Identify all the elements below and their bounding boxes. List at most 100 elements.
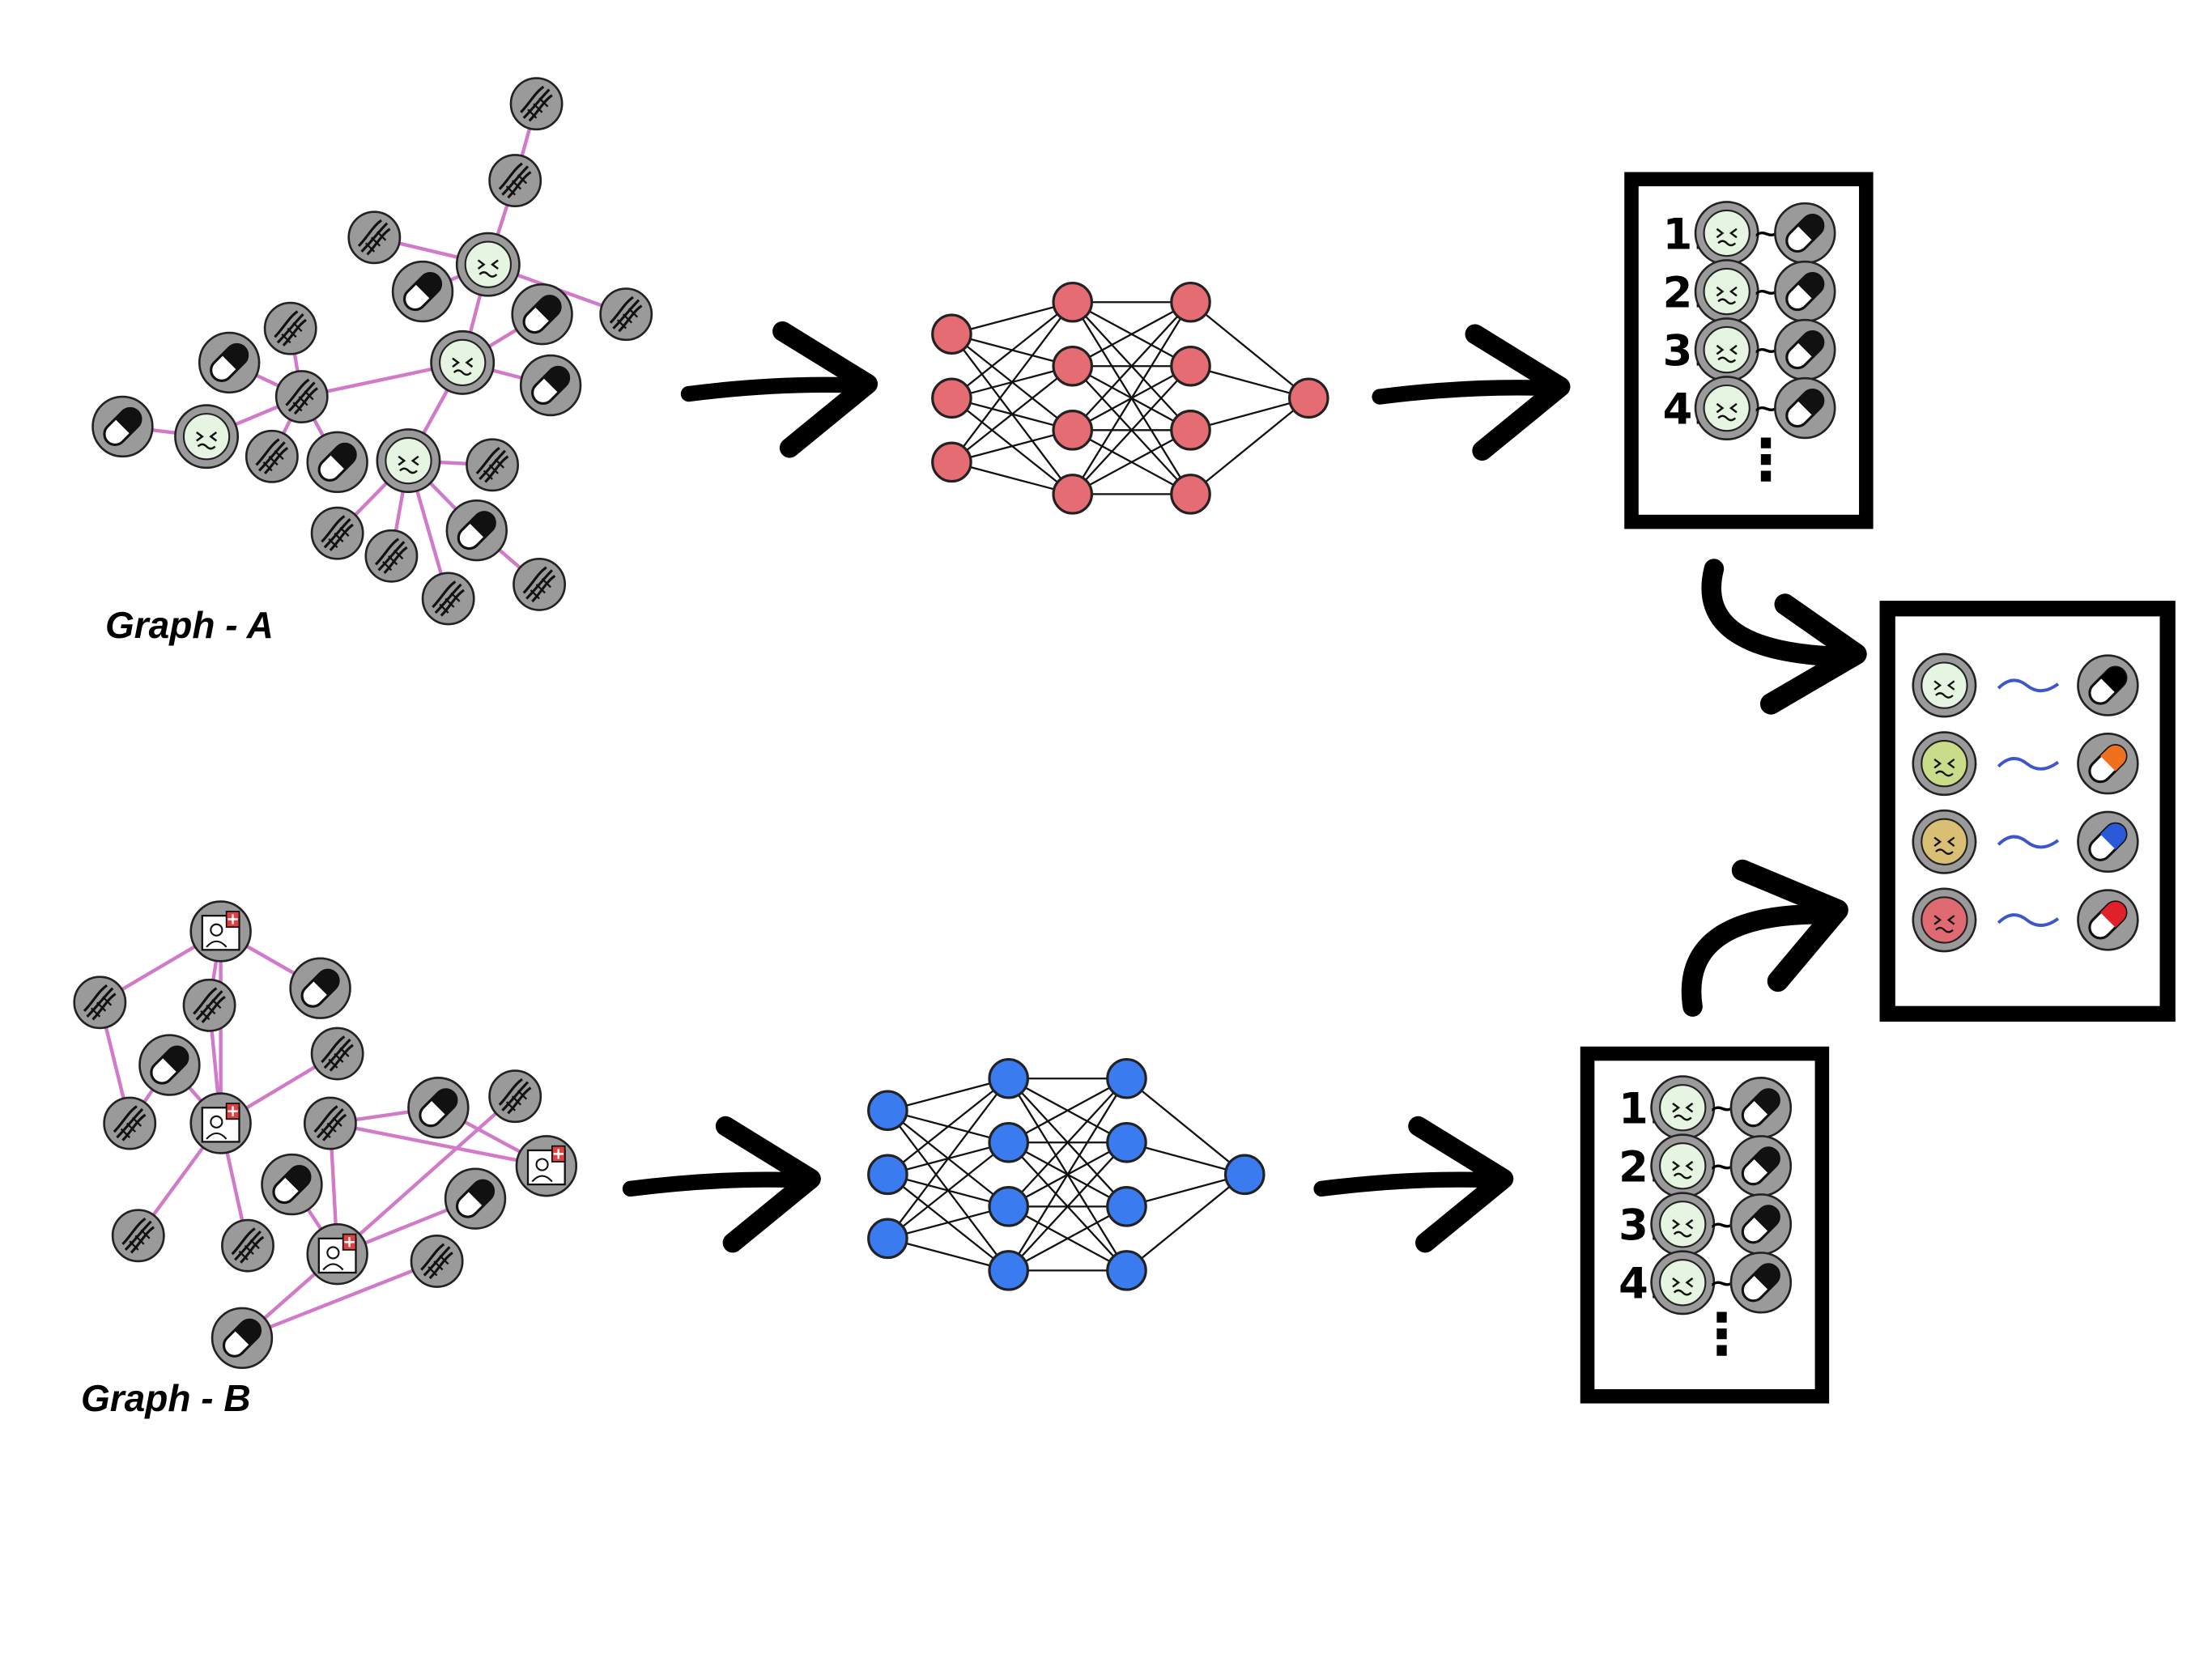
patient-face-icon [455, 232, 521, 297]
graph-b-label: Graph - B [81, 1377, 251, 1419]
network-connection [951, 429, 1074, 463]
neuron [1106, 1057, 1147, 1099]
more-ellipsis: ⋮ [1738, 427, 1794, 493]
neuron [931, 441, 972, 483]
neuron [1170, 410, 1211, 451]
ranked-list-a: 1.~2.~3.~4.~⋮ [1624, 172, 1874, 529]
graph-b-edge [330, 1121, 547, 1168]
doctor-icon [189, 900, 252, 963]
network-connection [1072, 301, 1192, 368]
neuron [988, 1186, 1029, 1227]
dna-icon [599, 287, 653, 342]
drug-pill-icon [519, 354, 582, 417]
dna-icon [488, 153, 542, 208]
similarity-tilde [1997, 835, 2060, 849]
graph-b-edge [241, 1259, 438, 1340]
neuron [931, 313, 972, 355]
network-connection [1008, 1078, 1128, 1144]
neuron [867, 1154, 908, 1196]
neural-network-a [931, 281, 1329, 515]
graph-b-edge [336, 1095, 517, 1256]
curved-arrow-icon [1701, 559, 1867, 715]
neuron [1170, 345, 1211, 387]
drug-pill-icon [1729, 1134, 1793, 1197]
patient-face-icon [430, 329, 496, 395]
dna-icon [111, 1209, 165, 1263]
network-connection [951, 301, 1074, 335]
patient-face-icon [1694, 259, 1759, 325]
more-ellipsis: ⋮ [1693, 1301, 1750, 1367]
network-connection [951, 365, 1074, 463]
drug-pill-icon [391, 260, 454, 323]
dna-icon [310, 1027, 364, 1081]
network-connection [1007, 1141, 1128, 1272]
drug-pill-icon [211, 1307, 274, 1370]
neuron [988, 1122, 1029, 1163]
network-connection [887, 1205, 1009, 1239]
network-connection [951, 301, 1074, 463]
network-connection [1007, 1078, 1128, 1271]
curved-arrow-icon [1681, 859, 1848, 1017]
graph-a-label: Graph - A [105, 604, 274, 646]
neuron [1052, 410, 1094, 451]
drug-pill-icon [406, 1076, 470, 1139]
dna-icon [245, 429, 300, 484]
table-row [1912, 887, 2139, 953]
arrow-right-icon [1372, 324, 1571, 461]
dna-icon [488, 1069, 542, 1124]
dna-icon [73, 976, 127, 1030]
neuron [1170, 281, 1211, 323]
neuron [931, 377, 972, 419]
network-connection [1189, 301, 1310, 399]
drug-pill-icon [511, 283, 574, 346]
network-connection [1071, 301, 1192, 495]
drug-pill-icon [198, 331, 261, 394]
dna-icon [263, 301, 317, 355]
patient-face-icon [376, 428, 441, 494]
drug-pill-icon [1773, 260, 1836, 323]
neuron [1052, 474, 1094, 515]
network-connection [951, 461, 1074, 495]
dna-icon [103, 1096, 157, 1150]
neural-network-b [867, 1057, 1266, 1291]
patient-face-icon [1694, 317, 1759, 383]
dna-icon [274, 369, 329, 424]
drug-pill-icon [138, 1034, 201, 1097]
drug-pill-icon [2077, 810, 2139, 874]
table-row [1912, 731, 2139, 797]
drug-pill-icon [2077, 733, 2139, 795]
drug-pill-icon [2077, 654, 2139, 716]
arrow-right-icon [1313, 1116, 1514, 1253]
drug-pill-icon [1773, 202, 1836, 265]
network-connection [887, 1078, 1010, 1239]
similarity-tilde [1997, 678, 2060, 693]
table-row [1912, 809, 2139, 874]
patient-face-icon [1694, 201, 1759, 266]
drug-pill-icon [1729, 1192, 1793, 1256]
network-connection [887, 1078, 1010, 1175]
network-connection [1071, 301, 1192, 431]
network-connection [887, 1141, 1010, 1239]
dna-icon [220, 1218, 275, 1273]
doctor-icon [515, 1135, 578, 1197]
doctor-icon [189, 1092, 252, 1154]
neuron [867, 1218, 908, 1260]
drug-pill-icon [91, 395, 154, 458]
neuron [1052, 281, 1094, 323]
final-ranking-table [1879, 601, 2176, 1022]
drug-pill-icon [306, 431, 369, 494]
network-connection [951, 301, 1074, 399]
neuron [988, 1250, 1029, 1291]
drug-pill-icon [444, 1167, 507, 1231]
drug-pill-icon [1729, 1076, 1793, 1139]
network-connection [887, 1237, 1009, 1272]
dna-icon [421, 572, 475, 626]
neuron [1106, 1122, 1147, 1163]
graph-b [73, 900, 578, 1370]
dna-icon [512, 557, 567, 612]
network-connection [1072, 429, 1192, 495]
neuron [988, 1057, 1029, 1099]
neuron [1170, 474, 1211, 515]
network-connection [1008, 1205, 1128, 1272]
